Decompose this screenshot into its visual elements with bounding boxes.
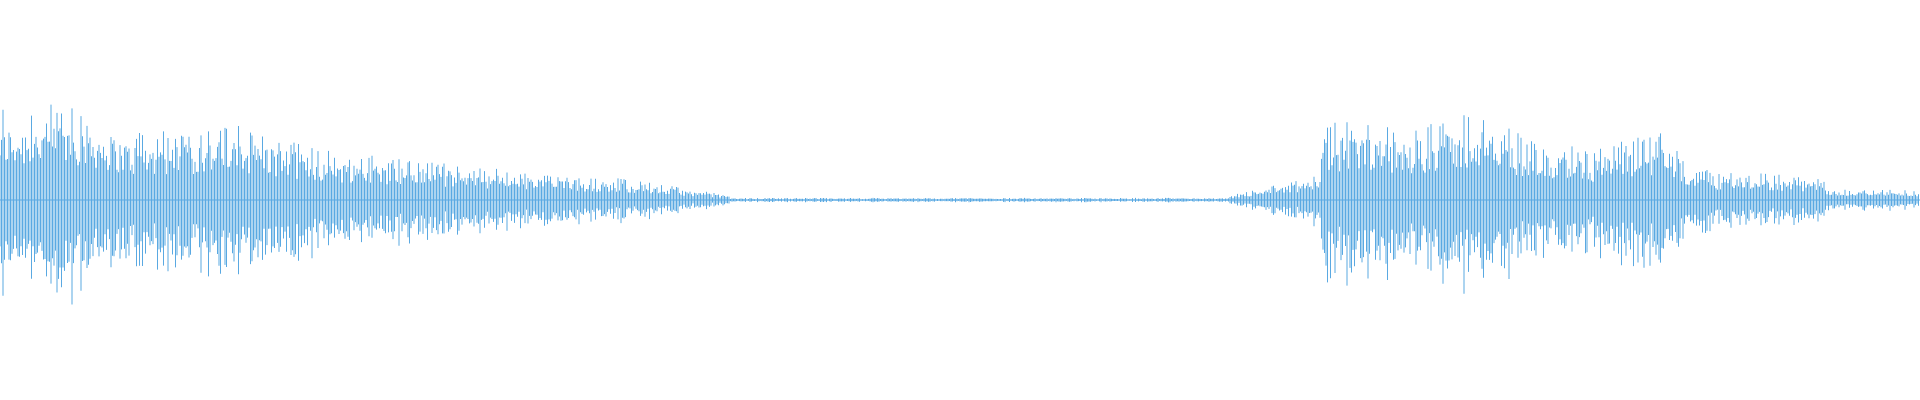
waveform-samples — [0, 104, 1919, 305]
waveform-path — [0, 104, 1919, 305]
